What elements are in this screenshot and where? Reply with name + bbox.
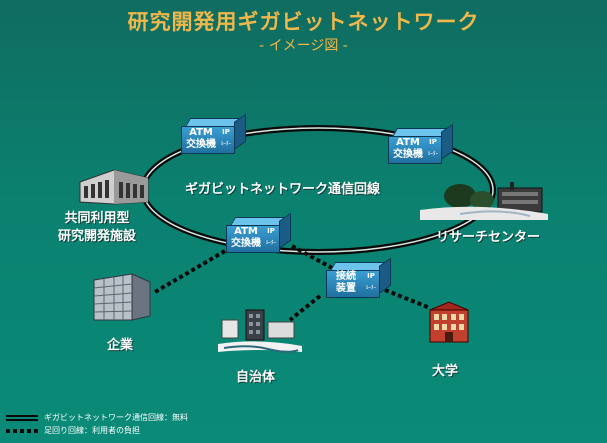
device-front-face [388, 136, 442, 164]
research-center-icon [420, 182, 548, 220]
university-label: 大学 [432, 364, 459, 379]
legend-text-access: 足回り回線：利用者の負担 [44, 426, 140, 435]
ip-label: IP [267, 227, 275, 235]
router-label: ﾙｰﾀｰ [220, 141, 231, 147]
atm-switch-top[interactable]: ATM 交換機 IP ﾙｰﾀｰ [181, 113, 246, 154]
legend-item-gigabit: ギガビットネットワーク通信回線：無料 [6, 411, 188, 424]
page-subtitle: - イメージ図 - [259, 38, 348, 54]
device-front-face [226, 225, 280, 253]
ip-label: IP [222, 128, 230, 136]
ip-label: IP [429, 138, 437, 146]
network-label: ギガビットネットワーク通信回線 [185, 182, 381, 197]
research-center-label: リサーチセンター [436, 230, 541, 245]
university-icon [429, 301, 469, 343]
legend-item-access: 足回り回線：利用者の負担 [6, 424, 188, 437]
connection-device[interactable]: 接続 装置 IP ﾙｰﾀｰ [326, 257, 391, 298]
shared-facility-icon [79, 169, 149, 205]
legend-text-gigabit: ギガビットネットワーク通信回線：無料 [44, 413, 188, 422]
router-label: ﾙｰﾀｰ [265, 240, 276, 246]
page-title: 研究開発用ギガビットネットワーク [127, 10, 480, 34]
device-label: ATM 交換機 [393, 137, 423, 160]
device-label: ATM 交換機 [231, 226, 261, 249]
device-side-face [379, 257, 391, 294]
access-line-company [153, 249, 227, 294]
atm-switch-left[interactable]: ATM 交換機 IP ﾙｰﾀｰ [226, 212, 291, 253]
device-side-face [279, 212, 291, 249]
ip-label: IP [367, 272, 375, 280]
legend-swatch-gigabit [6, 414, 38, 421]
legend: ギガビットネットワーク通信回線：無料 足回り回線：利用者の負担 [6, 411, 188, 437]
municipality-label: 自治体 [236, 370, 276, 385]
atm-switch-right[interactable]: ATM 交換機 IP ﾙｰﾀｰ [388, 123, 453, 164]
device-side-face [234, 113, 246, 150]
municipality-icon [218, 309, 302, 353]
device-side-face [441, 123, 453, 160]
legend-swatch-access [6, 428, 38, 433]
device-label: 接続 装置 [336, 271, 356, 294]
device-label: ATM 交換機 [186, 127, 216, 150]
router-label: ﾙｰﾀｰ [365, 285, 376, 291]
router-label: ﾙｰﾀｰ [427, 151, 438, 157]
company-label: 企業 [107, 338, 134, 353]
access-line-university [384, 288, 431, 310]
device-front-face [326, 270, 380, 298]
company-icon [93, 273, 151, 321]
shared-facility-label: 共同利用型 研究開発施設 [58, 211, 137, 244]
access-line-connect [291, 244, 333, 270]
